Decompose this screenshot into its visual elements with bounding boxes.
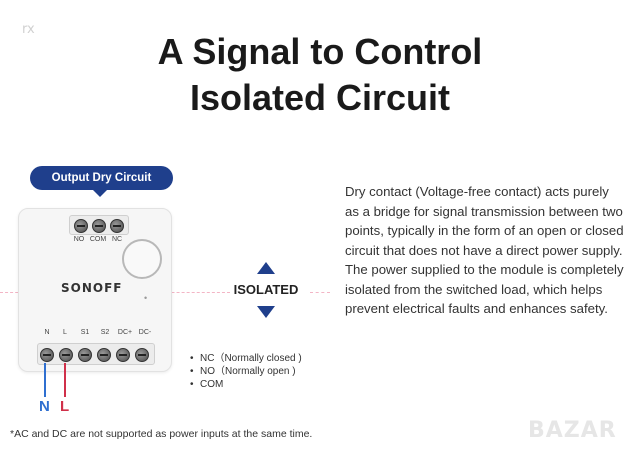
isolated-label: ISOLATED <box>233 282 299 297</box>
legend-com: COM <box>200 379 224 390</box>
screw-icon <box>116 348 130 362</box>
screw-icon <box>92 219 106 233</box>
screw-icon <box>110 219 124 233</box>
watermark-logo: BAZAR <box>528 418 617 443</box>
legend-nc: NC（Normally closed ) <box>200 353 302 364</box>
description-paragraph: Dry contact (Voltage-free contact) acts … <box>345 184 624 316</box>
corner-mark: rx <box>22 22 35 37</box>
wifi-led-icon: • <box>144 293 148 303</box>
terminal-label-nc: NC <box>111 236 123 243</box>
brand-logo: SONOFF <box>61 281 123 295</box>
l-wire <box>64 363 66 397</box>
terminal-label-dc-minus: DC- <box>138 329 152 336</box>
terminal-label-s1: S1 <box>80 329 90 336</box>
top-terminal-block <box>69 215 129 235</box>
l-input-label: L <box>60 398 70 415</box>
screw-icon <box>40 348 54 362</box>
terminal-label-com: COM <box>89 236 107 243</box>
n-wire <box>44 363 46 397</box>
legend-item: •NC（Normally closed ) <box>190 353 302 364</box>
sonoff-module: NO COM NC SONOFF • N L S1 S2 DC+ DC- <box>18 208 172 372</box>
screw-icon <box>59 348 73 362</box>
terminal-label-dc-plus: DC+ <box>117 329 133 336</box>
arrow-down-icon <box>257 306 275 318</box>
badge-pointer-icon <box>93 190 107 197</box>
isolated-indicator: ISOLATED <box>225 262 307 320</box>
title-line-2: Isolated Circuit <box>189 77 451 118</box>
terminal-label-l: L <box>63 329 67 336</box>
terminal-label-s2: S2 <box>100 329 110 336</box>
legend-no: NO（Normally open ) <box>200 366 296 377</box>
footnote: *AC and DC are not supported as power in… <box>10 428 313 440</box>
title-line-1: A Signal to Control <box>157 31 483 72</box>
n-input-label: N <box>39 398 50 415</box>
legend-item: •NO（Normally open ) <box>190 366 296 377</box>
screw-icon <box>135 348 149 362</box>
legend-item: •COM <box>190 379 224 390</box>
screw-icon <box>74 219 88 233</box>
terminal-label-n: N <box>44 329 50 336</box>
screw-icon <box>78 348 92 362</box>
output-dry-circuit-badge: Output Dry Circuit <box>30 166 173 190</box>
screw-icon <box>97 348 111 362</box>
terminal-label-no: NO <box>73 236 85 243</box>
bottom-terminal-block <box>37 343 155 365</box>
arrow-up-icon <box>257 262 275 274</box>
isolation-divider-right <box>310 292 330 293</box>
pairing-button <box>122 239 162 279</box>
terminal-legend: •NC（Normally closed ) •NO（Normally open … <box>190 352 302 391</box>
